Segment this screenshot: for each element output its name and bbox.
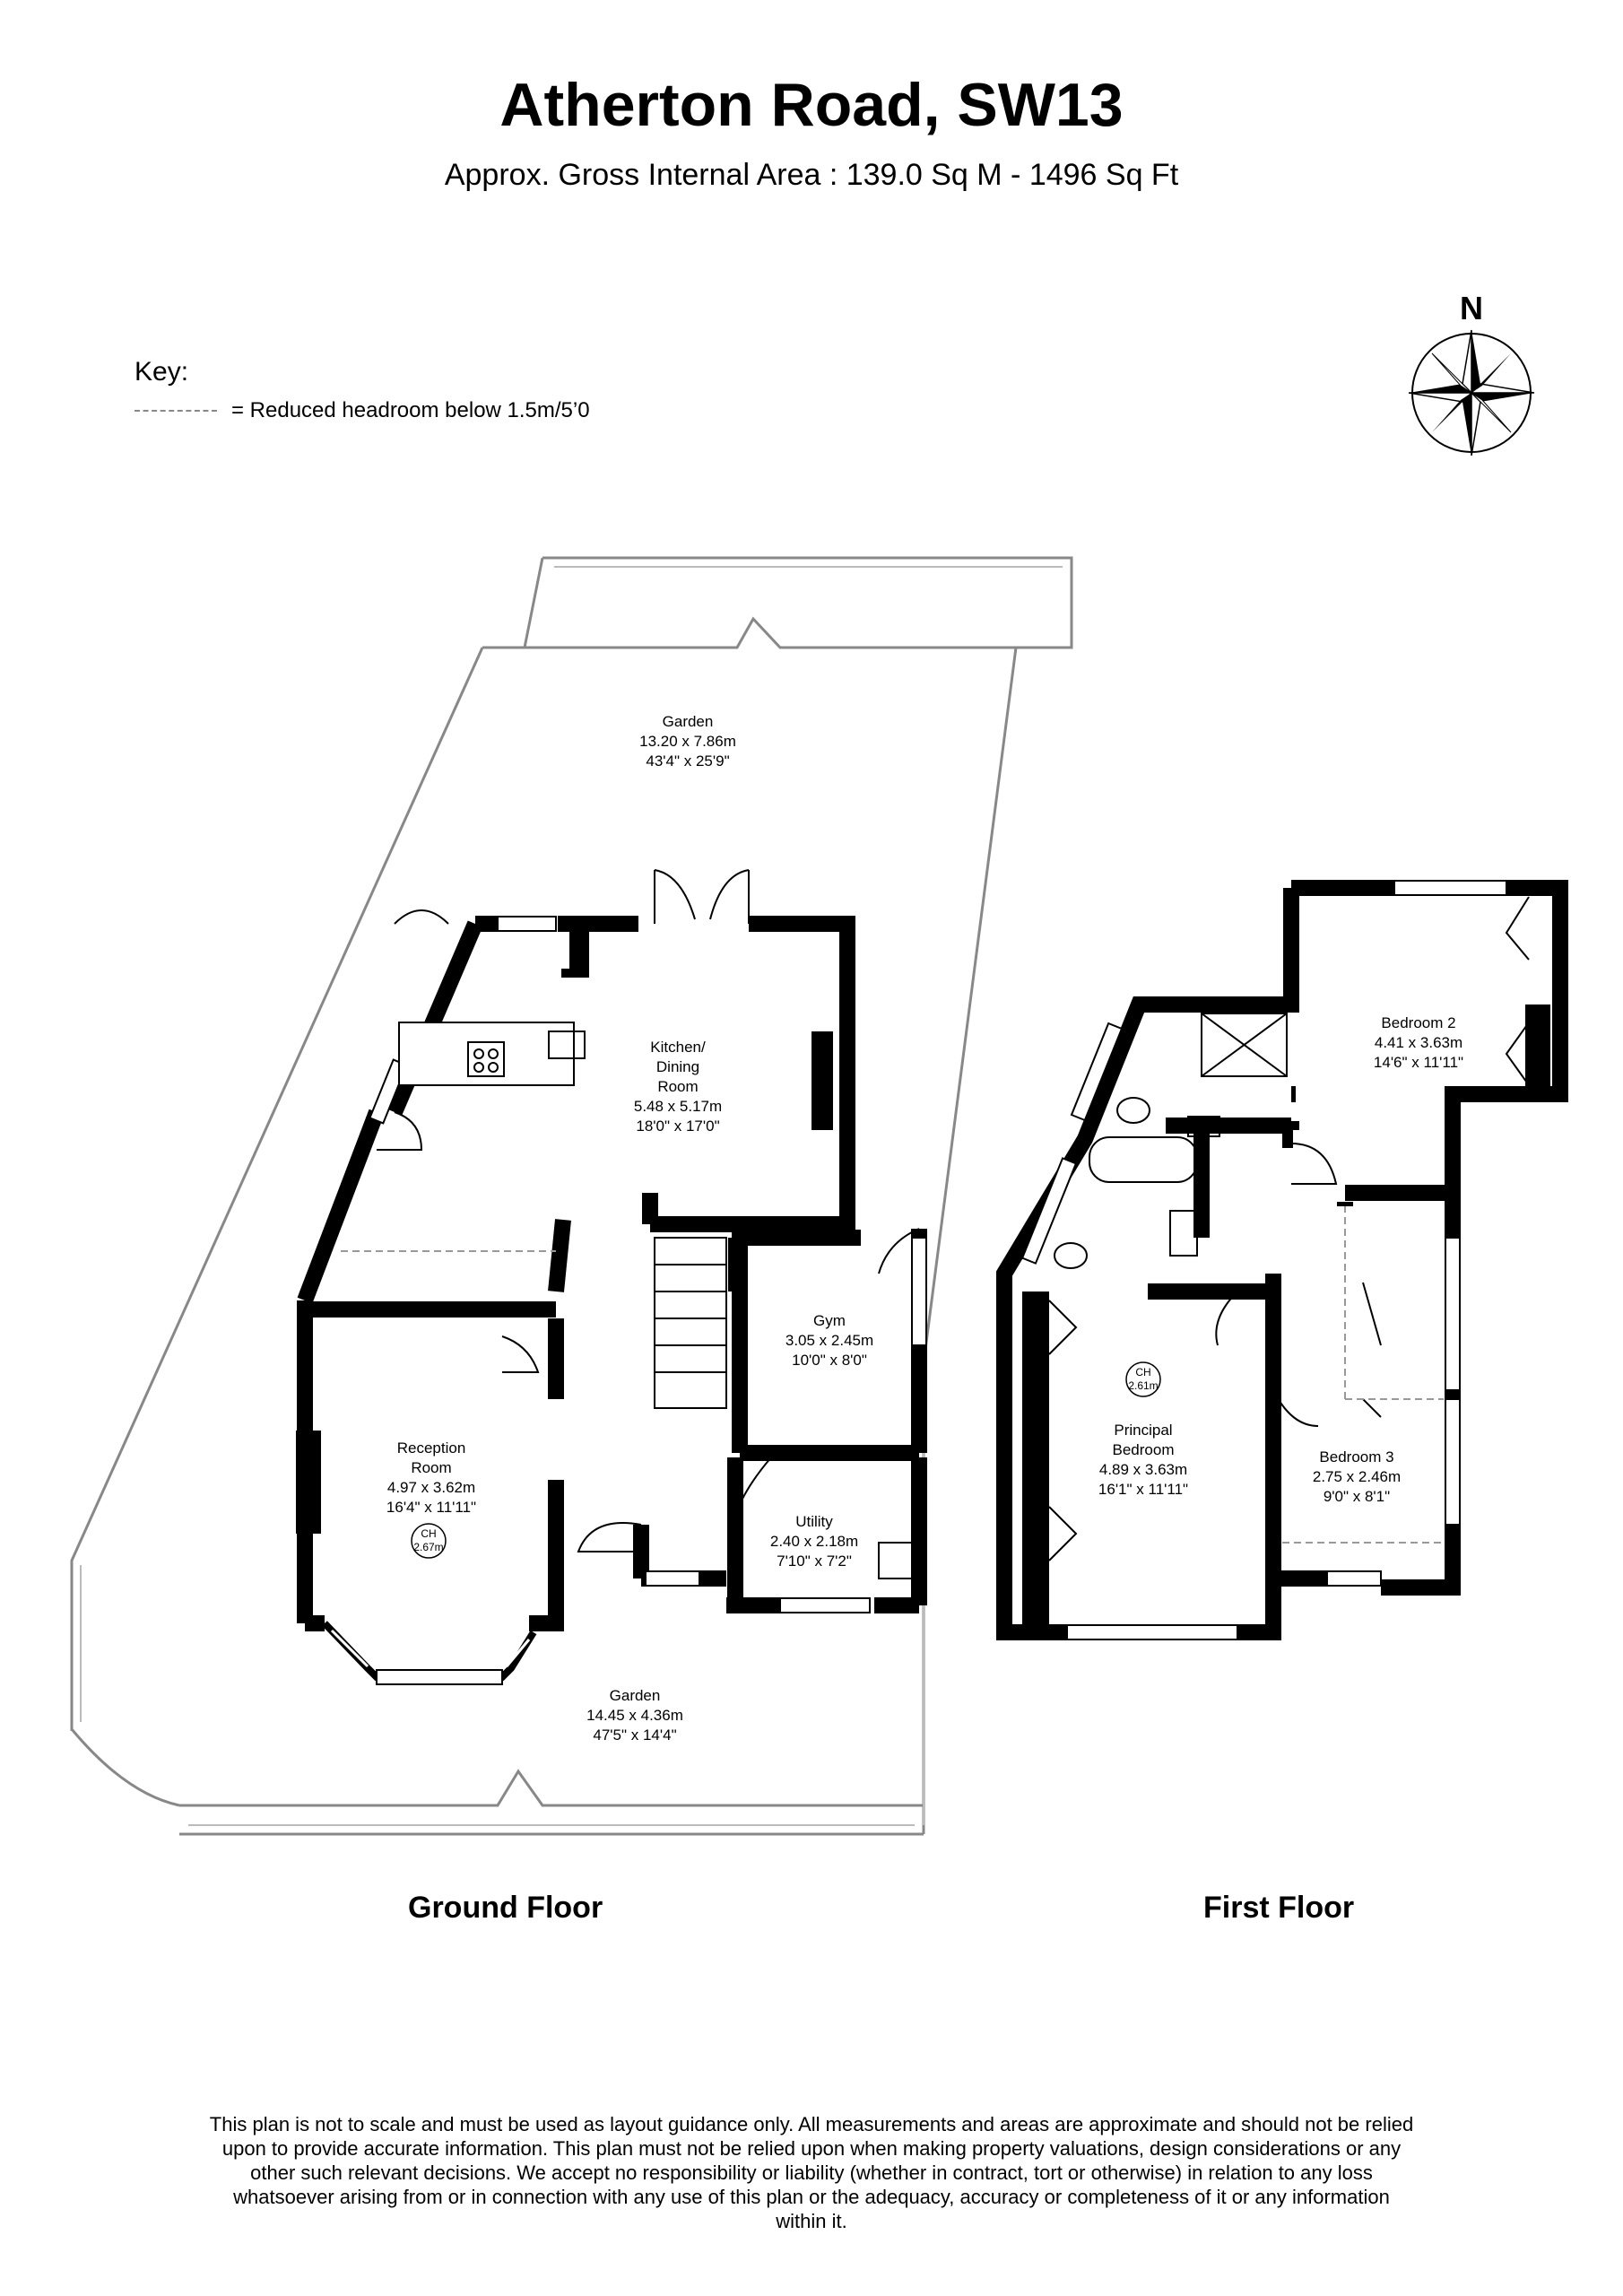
room-label-kitchen: Kitchen/ Dining Room 5.48 x 5.17m 18'0" …	[634, 1039, 722, 1135]
principal-name-1: Principal	[1114, 1422, 1172, 1439]
kitchen-name-2: Dining	[656, 1058, 699, 1075]
reception-metric: 4.97 x 3.62m	[387, 1479, 475, 1496]
dashed-line-icon	[135, 410, 217, 412]
key-title: Key:	[135, 357, 189, 387]
bedroom3-imperial: 9'0" x 8'1"	[1324, 1488, 1390, 1505]
principal-ch-height: 2.61m	[1128, 1379, 1158, 1392]
kitchen-imperial: 18'0" x 17'0"	[636, 1118, 719, 1135]
principal-ch-label: CH	[1135, 1366, 1150, 1378]
principal-name-2: Bedroom	[1113, 1441, 1175, 1458]
plan-title: Atherton Road, SW13	[499, 71, 1124, 139]
compass-north-label: N	[1460, 290, 1483, 326]
utility-name: Utility	[795, 1513, 833, 1530]
kitchen-name-1: Kitchen/	[650, 1039, 706, 1056]
gym-metric: 3.05 x 2.45m	[785, 1332, 873, 1349]
compass-rose-icon: N	[1408, 290, 1535, 456]
reception-imperial: 16'4" x 11'11"	[386, 1499, 476, 1516]
kitchen-metric: 5.48 x 5.17m	[634, 1098, 722, 1115]
key-reduced-headroom-text: = Reduced headroom below 1.5m/5’0	[231, 398, 590, 422]
room-label-garden-rear: Garden 13.20 x 7.86m 43'4" x 25'9"	[639, 713, 736, 770]
bedroom2-imperial: 14'6" x 11'11"	[1374, 1054, 1463, 1071]
room-label-gym: Gym 3.05 x 2.45m 10'0" x 8'0"	[785, 1312, 873, 1369]
principal-imperial: 16'1" x 11'11"	[1098, 1481, 1188, 1498]
room-label-bedroom-3: Bedroom 3 2.75 x 2.46m 9'0" x 8'1"	[1313, 1448, 1401, 1505]
garden-front-name: Garden	[610, 1687, 661, 1704]
room-label-principal-bedroom: Principal Bedroom 4.89 x 3.63m 16'1" x 1…	[1098, 1422, 1188, 1498]
ground-floor-plan: CH 2.67m Garden 13.20 x 7.86m 43'4" x 25…	[70, 556, 1073, 1836]
bedroom3-metric: 2.75 x 2.46m	[1313, 1468, 1401, 1485]
reception-ch-height: 2.67m	[413, 1541, 443, 1553]
bedroom2-metric: 4.41 x 3.63m	[1375, 1034, 1462, 1051]
reception-ch-label: CH	[421, 1527, 436, 1540]
garden-front-imperial: 47'5" x 14'4"	[593, 1726, 676, 1744]
bedroom2-name: Bedroom 2	[1381, 1014, 1455, 1031]
plan-subtitle: Approx. Gross Internal Area : 139.0 Sq M…	[444, 158, 1179, 192]
reception-name-1: Reception	[397, 1439, 466, 1457]
utility-metric: 2.40 x 2.18m	[770, 1533, 858, 1550]
key-reduced-headroom: = Reduced headroom below 1.5m/5’0	[135, 398, 590, 423]
reception-name-2: Room	[411, 1459, 451, 1476]
garden-front-metric: 14.45 x 4.36m	[586, 1707, 683, 1724]
room-label-garden-front: Garden 14.45 x 4.36m 47'5" x 14'4"	[586, 1687, 683, 1744]
room-label-bedroom-2: Bedroom 2 4.41 x 3.63m 14'6" x 11'11"	[1374, 1014, 1463, 1071]
principal-metric: 4.89 x 3.63m	[1099, 1461, 1187, 1478]
garden-rear-name: Garden	[663, 713, 714, 730]
ground-floor-label: Ground Floor	[408, 1891, 603, 1925]
disclaimer-text: This plan is not to scale and must be us…	[209, 2113, 1414, 2232]
gym-name: Gym	[813, 1312, 846, 1329]
kitchen-name-3: Room	[657, 1078, 698, 1095]
bedroom3-name: Bedroom 3	[1319, 1448, 1393, 1465]
first-floor-plan: CH 2.61m Bedroom 2 4.41 x 3.63m 14'6" x …	[996, 880, 1568, 1640]
garden-rear-metric: 13.20 x 7.86m	[639, 733, 736, 750]
first-floor-label: First Floor	[1203, 1891, 1355, 1925]
utility-imperial: 7'10" x 7'2"	[777, 1552, 852, 1570]
garden-rear-imperial: 43'4" x 25'9"	[646, 752, 729, 770]
room-label-utility: Utility 2.40 x 2.18m 7'10" x 7'2"	[770, 1513, 858, 1570]
room-label-reception: Reception Room 4.97 x 3.62m 16'4" x 11'1…	[386, 1439, 476, 1516]
gym-imperial: 10'0" x 8'0"	[792, 1352, 867, 1369]
